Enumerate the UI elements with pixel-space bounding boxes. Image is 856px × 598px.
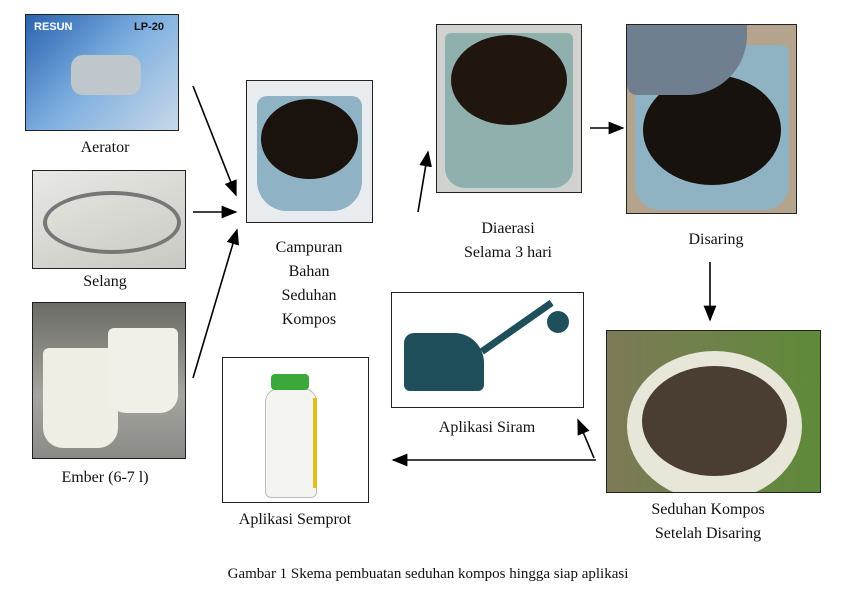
seduhan-label: Seduhan Kompos Setelah Disaring: [651, 498, 764, 546]
campuran-label: Campuran Bahan Seduhan Kompos: [276, 236, 343, 332]
label-line: Bahan: [288, 263, 330, 280]
siram-label: Aplikasi Siram: [438, 419, 536, 436]
ember-photo: [32, 302, 186, 459]
aerator-model: LP-20: [134, 21, 164, 33]
seduhan-photo: [606, 330, 821, 493]
siram-photo: [391, 292, 584, 408]
diaerasi-photo: [436, 24, 582, 193]
selang-label: Selang: [83, 273, 127, 290]
diaerasi-label: Diaerasi Selama 3 hari: [464, 217, 552, 265]
arrow: [417, 150, 432, 213]
label-line: Setelah Disaring: [654, 525, 762, 542]
campuran-photo: [246, 80, 373, 223]
aerator-brand: RESUN: [34, 21, 73, 33]
arrow: [192, 228, 240, 379]
label-line: Seduhan: [281, 287, 337, 304]
aerator-photo: RESUN LP-20: [25, 14, 179, 131]
aerator-label: Aerator: [80, 139, 130, 156]
semprot-label: Aplikasi Semprot: [238, 511, 352, 528]
figure-caption: Gambar 1 Skema pembuatan seduhan kompos …: [227, 566, 629, 582]
label-line: Diaerasi: [481, 220, 535, 237]
semprot-photo: [222, 357, 369, 503]
label-line: Seduhan Kompos: [651, 501, 765, 518]
disaring-label: Disaring: [688, 231, 744, 248]
selang-photo: [32, 170, 186, 269]
arrow: [192, 85, 237, 197]
label-line: Kompos: [281, 311, 337, 328]
disaring-photo: [626, 24, 797, 214]
ember-label: Ember (6-7 l): [61, 469, 149, 486]
arrow: [577, 418, 595, 459]
label-line: Selama 3 hari: [464, 244, 552, 261]
label-line: Campuran: [275, 239, 343, 256]
